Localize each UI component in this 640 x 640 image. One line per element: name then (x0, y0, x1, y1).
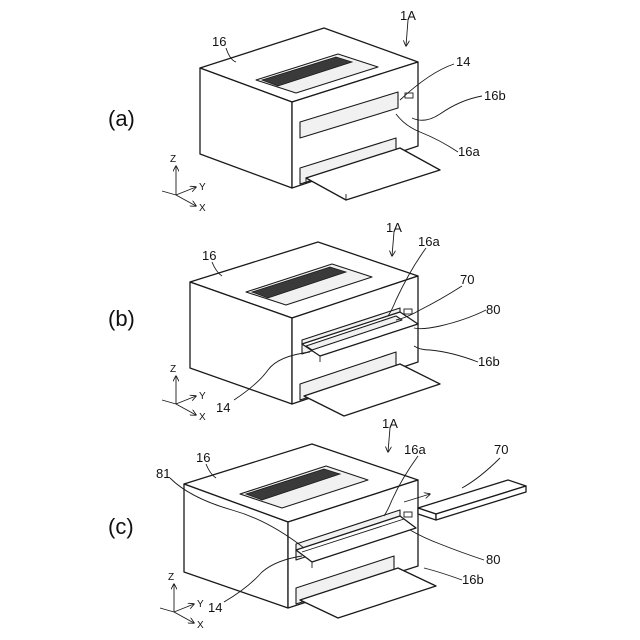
panel-c-label: (c) (108, 514, 134, 539)
leader-a-1A (406, 20, 408, 46)
leader-b-16b (414, 346, 478, 362)
panel-c: (c) (108, 416, 526, 631)
ref-c-side: 16b (462, 572, 484, 587)
axis-a-x-label: X (199, 203, 206, 214)
axes-a: Z Y X (162, 154, 206, 214)
ref-c-opening: 16a (404, 442, 426, 457)
axis-a-z-label: Z (170, 154, 176, 165)
ref-c-tray: 80 (486, 552, 500, 567)
ref-c-printer: 1A (382, 416, 398, 431)
ref-a-printer: 1A (400, 8, 416, 23)
panel-b-label: (b) (108, 306, 135, 331)
ref-b-printer: 1A (386, 220, 402, 235)
axis-c-z-label: Z (168, 572, 174, 583)
leader-c-1A (388, 428, 390, 452)
axis-c-y (174, 604, 194, 612)
axis-c-stub (160, 608, 174, 612)
axis-b-y-label: Y (199, 391, 206, 402)
axis-b-z-label: Z (170, 364, 176, 375)
axis-b-x (176, 404, 196, 415)
ref-a-cover: 14 (456, 54, 470, 69)
ref-b-opening: 16a (418, 234, 440, 249)
ref-a-opening: 16a (458, 144, 480, 159)
ref-b-tray: 80 (486, 302, 500, 317)
panel-b: (b) 1A 16 16a 70 80 (108, 220, 500, 423)
ref-b-cover: 14 (216, 400, 230, 415)
ref-b-cartridge: 70 (460, 272, 474, 287)
leader-c-80 (410, 530, 484, 560)
axis-a-y (176, 187, 196, 195)
axis-c-x-label: X (197, 620, 204, 631)
cartridge-c-70 (418, 480, 526, 520)
axes-b: Z Y X (162, 364, 206, 423)
ref-a-body: 16 (212, 34, 226, 49)
axis-a-y-label: Y (199, 182, 206, 193)
axis-c-y-label: Y (197, 599, 204, 610)
ref-b-body: 16 (202, 248, 216, 263)
axis-b-y (176, 396, 196, 404)
printer-b (190, 242, 440, 416)
axes-c: Z Y X (160, 572, 204, 631)
axis-c-x (174, 612, 194, 623)
leader-b-80 (414, 310, 486, 329)
ref-c-cartridge: 70 (494, 442, 508, 457)
ref-b-side: 16b (478, 354, 500, 369)
ref-c-body: 16 (196, 450, 210, 465)
axis-b-x-label: X (199, 412, 206, 423)
printer-c (184, 444, 436, 618)
axis-a-stub (162, 191, 176, 195)
leader-c-16b (424, 568, 462, 580)
axis-a-x (176, 195, 196, 206)
panel-a-label: (a) (108, 106, 135, 131)
panel-a: (a) 1A 16 14 16b 16a (108, 8, 506, 214)
leader-b-1A (392, 232, 394, 256)
ref-c-guide: 81 (156, 466, 170, 481)
leader-a-16b (412, 96, 482, 120)
printer-a (200, 28, 440, 200)
leader-c-70 (462, 458, 500, 488)
ref-a-side: 16b (484, 88, 506, 103)
ref-c-cover: 14 (208, 600, 222, 615)
axis-b-stub (162, 400, 176, 404)
